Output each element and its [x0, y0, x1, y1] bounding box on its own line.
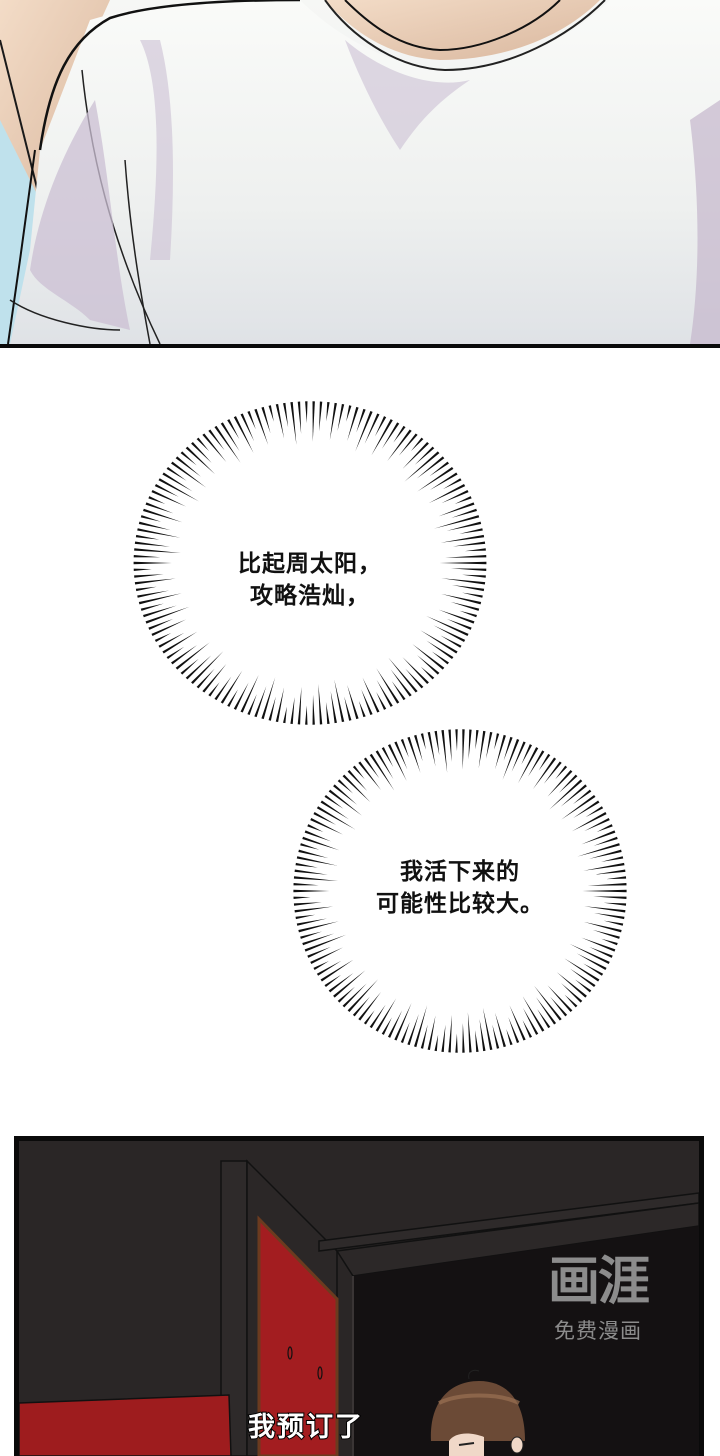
burst-2-line-2: 可能性比较大。 — [376, 891, 544, 917]
shirt-illustration — [0, 0, 720, 344]
panel-border — [0, 344, 720, 348]
thought-burst-2: 我活下来的 可能性比较大。 — [290, 726, 630, 1056]
burst-1-line-2: 攻略浩灿， — [250, 583, 370, 609]
thought-burst-1: 比起周太阳， 攻略浩灿， — [130, 398, 490, 728]
burst-2-text: 我活下来的 可能性比较大。 — [290, 856, 630, 920]
burst-lines — [293, 729, 627, 1053]
watermark: 画涯 免费漫画 — [528, 1252, 668, 1344]
burst-1-text: 比起周太阳， 攻略浩灿， — [130, 548, 490, 612]
watermark-logo: 画涯 — [547, 1252, 650, 1312]
dialogue-caption: 我预订了 — [247, 1411, 364, 1444]
burst-1-line-1: 比起周太阳， — [238, 551, 382, 577]
comic-panel-shirt-closeup — [0, 0, 720, 344]
room-illustration — [19, 1141, 699, 1456]
burst-2-line-1: 我活下来的 — [400, 859, 520, 885]
watermark-subtitle: 免费漫画 — [554, 1319, 642, 1343]
panel-inner — [19, 1141, 699, 1456]
burst-lines — [133, 401, 487, 725]
comic-panel-dark-room — [14, 1136, 704, 1456]
